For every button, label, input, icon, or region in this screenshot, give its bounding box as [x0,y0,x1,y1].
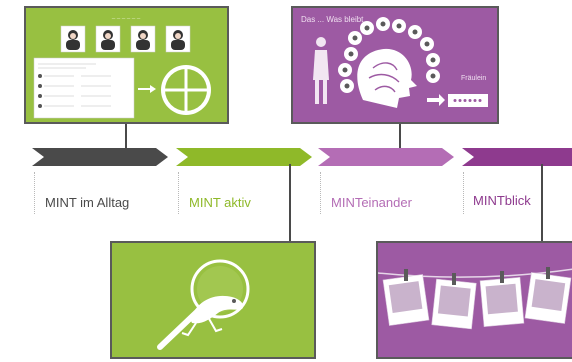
tick-4 [463,172,464,214]
tick-1 [34,172,35,214]
connector-line-minteinander [399,124,401,150]
chevron-mint-im-alltag [32,148,168,166]
stage-label-mint-im-alltag: MINT im Alltag [45,195,130,210]
photo-line-illustration [377,267,572,330]
tick-2 [178,172,179,214]
magnifier-illustration [157,259,250,350]
panel-illustration-thinking: Das ... Was bleibt [301,15,488,108]
connector-line-alltag [125,124,127,150]
panel-mint-im-alltag: – – – – – – [24,6,229,124]
stage-label-minteinander: MINTeinander [331,195,412,210]
timeline-arrows [32,148,572,166]
svg-text:– – – – – –: – – – – – – [112,16,141,22]
stage-label-mint-aktiv: MINT aktiv [189,195,251,210]
tick-3 [320,172,321,214]
connector-line-mintblick [541,164,543,244]
panel-minteinander: Das ... Was bleibt [291,6,499,124]
chevron-mint-aktiv [176,148,312,166]
connector-line-aktiv [289,164,291,244]
stage-label-mintblick: MINTblick [473,193,531,208]
panel-mintblick [376,241,572,359]
panel-illustration-portraits: – – – – – – [33,16,211,119]
panel-title: Das ... Was bleibt [301,15,364,24]
panel-side-label: Fräulein [461,75,486,82]
chevron-minteinander [318,148,454,166]
chevron-mintblick [462,148,572,166]
panel-mint-aktiv [110,241,316,359]
